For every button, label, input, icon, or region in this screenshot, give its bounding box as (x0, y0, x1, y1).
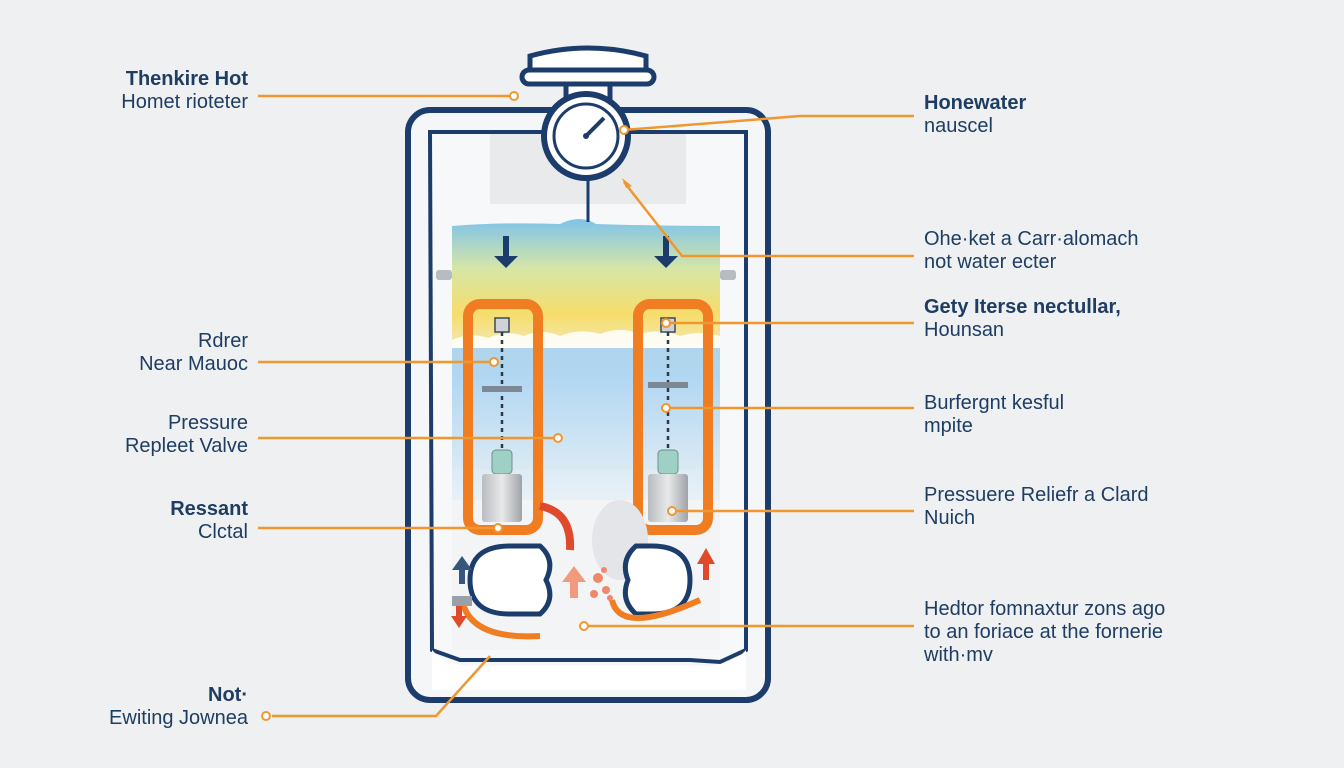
callout-left-1-line2: Homet rioteter (121, 91, 248, 113)
leader-dot (661, 403, 671, 413)
water-wave-divider (452, 330, 720, 348)
sensor-rod-right (648, 317, 688, 522)
pressure-gauge-icon (541, 91, 631, 181)
callout-left-3-line2: Repleet Valve (124, 435, 248, 457)
leader-dot (493, 523, 503, 533)
callout-left-5: Not· Ewiting Jownea (109, 684, 248, 730)
callout-right-6-line1: Hedtor fomnaxtur zons ago (924, 598, 1166, 620)
callout-left-2-line2: Near Mauoc (139, 353, 248, 375)
callout-left-1: Thenkire Hot Homet rioteter (121, 68, 248, 114)
callout-left-3-line1: Pressure (167, 412, 248, 434)
tank-bottom-dome (432, 650, 746, 690)
up-arrow-icon (697, 548, 715, 580)
up-arrow-icon (562, 566, 586, 598)
down-arrow-icon (494, 236, 518, 268)
tank-fitting-left (436, 270, 452, 280)
down-arrow-icon (451, 606, 467, 628)
callout-right-2-line2: not water ecter (924, 251, 1057, 273)
pipe-fitting (452, 596, 472, 606)
callout-right-5: Pressuere Reliefr a Clard Nuich (924, 484, 1149, 530)
callout-right-2-line1: Ohe·ket a Carr·alomach (924, 228, 1139, 250)
callout-left-4-line1: Ressant (170, 498, 248, 520)
callout-right-5-line2: Nuich (924, 507, 976, 529)
leader-dot (489, 357, 499, 367)
leader-dot (553, 433, 563, 443)
leader-line (623, 114, 914, 132)
top-cap (527, 45, 649, 75)
callout-left-3: Pressure Repleet Valve (125, 412, 248, 458)
heating-element-icon (633, 299, 713, 535)
leader-dot (619, 125, 629, 135)
burner-left (459, 543, 553, 640)
callout-right-1: Honewater nauscel (924, 92, 1026, 138)
heating-element-icon (463, 299, 543, 535)
callout-right-2: Ohe·ket a Carr·alomach not water ecter (924, 228, 1139, 274)
burner-right (609, 543, 702, 621)
callout-right-4-line1: Burfergnt kesful (924, 392, 1065, 414)
callout-right-3-line2: Hounsan (924, 319, 1005, 341)
callout-left-2-line1: Rdrer (197, 330, 248, 352)
bubbles (590, 567, 613, 601)
callout-right-3-line1: Gety Iterse nectullar, (924, 296, 1121, 318)
callout-right-3: Gety Iterse nectullar, Hounsan (924, 296, 1121, 342)
callout-left-5-line2: Ewiting Jownea (109, 707, 248, 729)
callout-right-4: Burfergnt kesful mpite (924, 392, 1064, 438)
callout-right-1-line1: Honewater (924, 92, 1027, 114)
callout-right-4-line2: mpite (924, 415, 973, 437)
callout-left-1-line1: Thenkire Hot (125, 68, 248, 90)
callout-left-4: Ressant Clctal (170, 498, 248, 544)
leader-dot (667, 506, 677, 516)
callout-right-6: Hedtor fomnaxtur zons ago to an foriace … (924, 598, 1165, 667)
leader-line (623, 181, 914, 258)
callout-right-5-line1: Pressuere Reliefr a Clard (924, 484, 1149, 506)
leader-lines (258, 94, 914, 718)
leader-arrowhead (622, 178, 632, 188)
leader-line (272, 655, 491, 718)
callout-right-6-line2: to an foriace at the fornerie (924, 621, 1164, 643)
circulation-arrow (539, 502, 575, 551)
tank-fitting-right (720, 270, 736, 280)
callout-right-6-line3: with·mv (924, 644, 993, 666)
leader-dot (661, 318, 671, 328)
down-arrow-icon (654, 236, 678, 268)
callout-left-4-line2: Clctal (197, 521, 248, 543)
leader-dot (509, 91, 519, 101)
callout-right-1-line2: nauscel (924, 115, 993, 137)
up-arrow-icon (452, 556, 472, 584)
leader-dot (579, 621, 589, 631)
leader-endpoints (261, 91, 677, 721)
leader-dot (261, 711, 271, 721)
callout-left-5-line1: Not· (208, 684, 248, 706)
sensor-rod-left (482, 317, 522, 522)
callout-left-2: Rdrer Near Mauoc (139, 330, 248, 376)
